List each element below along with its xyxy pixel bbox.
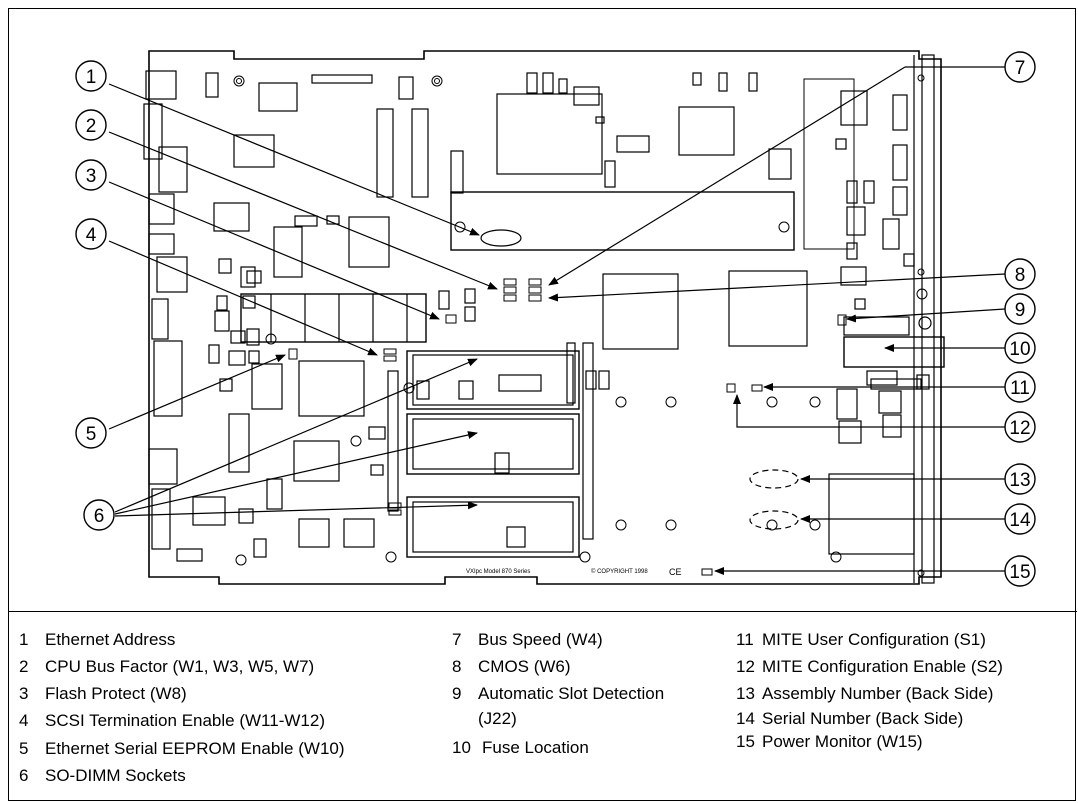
legend-number: 9 (452, 684, 462, 703)
leader-5 (108, 354, 286, 430)
leader-6c (114, 501, 478, 517)
legend-number: 7 (452, 630, 462, 649)
callout-14-label: 14 (1009, 510, 1031, 531)
callout-2: 2 (75, 109, 107, 141)
callout-11-label: 11 (1010, 378, 1030, 399)
legend-number: 13 (736, 684, 755, 703)
callout-1-label: 1 (86, 67, 97, 88)
leader-8 (548, 273, 1006, 302)
board-diagram: VXIpc Model 870 Series © COPYRIGHT 1998 … (75, 50, 1036, 587)
mounting-holes (233, 74, 928, 577)
callout-9-label: 9 (1015, 300, 1026, 321)
legend-text: Power Monitor (W15) (762, 732, 923, 751)
callout-7: 7 (1004, 51, 1036, 83)
legend-text: CPU Bus Factor (W1, W3, W5, W7) (45, 657, 315, 676)
callout-6-label: 6 (94, 506, 105, 527)
legend-number: 15 (736, 732, 755, 751)
legend-number: 5 (19, 739, 29, 758)
legend: 1 Ethernet Address 2 CPU Bus Factor (W1, W… (9, 611, 1077, 802)
callout-4: 4 (75, 218, 107, 250)
pci-slot (450, 191, 795, 251)
ce-mark: CE (669, 567, 682, 577)
legend-text: Automatic Slot Detection (478, 684, 665, 703)
connector (143, 103, 163, 160)
legend-number: 10 (452, 738, 471, 757)
callout-8-label: 8 (1015, 265, 1026, 286)
legend-number: 4 (19, 711, 29, 730)
leader-3 (108, 181, 440, 320)
callout-3: 3 (75, 159, 107, 191)
callout-8: 8 (1004, 258, 1036, 290)
callout-12-label: 12 (1009, 418, 1030, 439)
callout-3-label: 3 (86, 166, 97, 187)
connector (153, 340, 183, 417)
leader-9 (846, 308, 1006, 323)
callout-10-label: 10 (1009, 339, 1030, 360)
connector (148, 233, 175, 255)
jumpers (288, 278, 847, 576)
legend-text: SO-DIMM Sockets (45, 766, 186, 785)
callout-14: 14 (1004, 503, 1036, 535)
legend-text: MITE User Configuration (S1) (762, 630, 986, 649)
board-model-text: VXIpc Model 870 Series (466, 569, 530, 575)
callout-11: 11 (1004, 371, 1036, 403)
callout-13: 13 (1004, 463, 1036, 495)
connector (156, 256, 188, 293)
leader-4 (108, 240, 378, 356)
legend-text: Ethernet Address (45, 630, 176, 649)
right-bracket (921, 54, 935, 584)
legend-number: 6 (19, 766, 29, 785)
legend-number: 1 (19, 630, 29, 649)
leader-6a (114, 358, 478, 513)
connector (145, 70, 177, 100)
board-copyright-text: © COPYRIGHT 1998 (591, 568, 648, 575)
connector (151, 298, 169, 340)
leader-1 (108, 83, 480, 236)
so-dimm-socket-1 (406, 350, 580, 410)
legend-text: Fuse Location (482, 738, 589, 757)
callout-9: 9 (1004, 293, 1036, 325)
callout-2-label: 2 (86, 116, 97, 137)
callout-15: 15 (1004, 555, 1036, 587)
leader-12 (733, 394, 1005, 428)
callout-4-label: 4 (86, 225, 97, 246)
legend-text: Flash Protect (W8) (45, 684, 187, 703)
callout-6: 6 (83, 499, 115, 531)
connector (151, 488, 171, 550)
legend-text: CMOS (W6) (478, 657, 571, 676)
legend-number: 14 (736, 709, 755, 728)
assembly-number-marker (749, 469, 799, 489)
callout-1: 1 (75, 60, 107, 92)
serial-number-marker (749, 510, 799, 530)
callout-12: 12 (1004, 411, 1036, 443)
connector (176, 548, 203, 562)
legend-number: 12 (736, 657, 755, 676)
legend-number: 2 (19, 657, 29, 676)
callout-13-label: 13 (1009, 470, 1030, 491)
connector (148, 193, 175, 225)
callout-7-label: 7 (1015, 58, 1026, 79)
legend-text: SCSI Termination Enable (W11-W12) (45, 711, 325, 730)
so-dimm-socket-3 (406, 496, 580, 558)
legend-number: 11 (736, 630, 754, 649)
legend-text: Bus Speed (W4) (478, 630, 603, 649)
leader-2 (108, 131, 498, 290)
figure-frame: VXIpc Model 870 Series © COPYRIGHT 1998 … (8, 8, 1077, 802)
board-outline (148, 50, 942, 585)
callout-15-label: 15 (1009, 562, 1030, 583)
callout-5: 5 (75, 417, 107, 449)
legend-text: (J22) (478, 709, 517, 728)
leader-6b (114, 431, 478, 515)
legend-text: Serial Number (Back Side) (762, 709, 964, 728)
so-dimm-socket-2 (406, 413, 580, 475)
legend-text: Ethernet Serial EEPROM Enable (W10) (45, 739, 345, 758)
legend-text: Assembly Number (Back Side) (762, 684, 994, 703)
legend-number: 3 (19, 684, 29, 703)
connector (148, 448, 178, 485)
ethernet-address-label (480, 229, 522, 247)
legend-text: MITE Configuration Enable (S2) (762, 657, 1003, 676)
legend-number: 8 (452, 657, 462, 676)
callout-10: 10 (1004, 332, 1036, 364)
callout-5-label: 5 (86, 424, 97, 445)
